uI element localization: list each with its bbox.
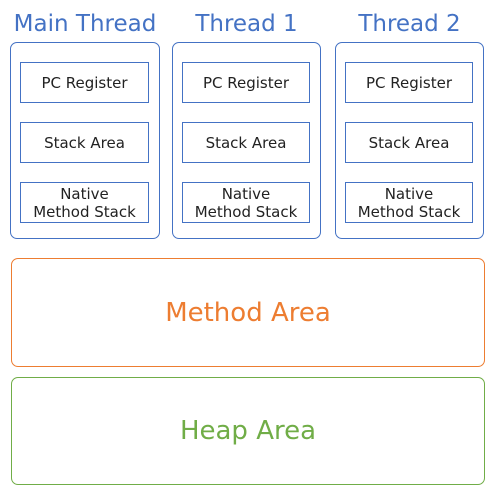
main-thread-native-method-stack: Native Method Stack xyxy=(20,182,149,223)
thread-2-native-method-stack-label: Native Method Stack xyxy=(357,184,461,221)
thread-1-title: Thread 1 xyxy=(195,11,298,37)
thread-1-stack-area: Stack Area xyxy=(182,122,310,163)
main-thread-native-method-stack-label: Native Method Stack xyxy=(33,184,136,221)
main-thread-stack-area: Stack Area xyxy=(20,122,149,163)
main-thread-box: PC Register Stack Area Native Method Sta… xyxy=(10,42,160,239)
thread-1-native-method-stack-label: Native Method Stack xyxy=(194,184,298,221)
thread-2-title: Thread 2 xyxy=(358,11,461,37)
thread-1-native-method-stack: Native Method Stack xyxy=(182,182,310,223)
thread-2-stack-area: Stack Area xyxy=(345,122,473,163)
method-area: Method Area xyxy=(11,258,485,367)
thread-2-pc-register: PC Register xyxy=(345,62,473,103)
thread-2-native-method-stack: Native Method Stack xyxy=(345,182,473,223)
thread-1-pc-register: PC Register xyxy=(182,62,310,103)
heap-area: Heap Area xyxy=(11,377,485,485)
main-thread-title: Main Thread xyxy=(13,11,157,37)
heap-area-label: Heap Area xyxy=(179,416,317,446)
method-area-label: Method Area xyxy=(165,297,331,328)
main-thread-pc-register: PC Register xyxy=(20,62,149,103)
thread-1-box: PC Register Stack Area Native Method Sta… xyxy=(172,42,321,239)
thread-2-box: PC Register Stack Area Native Method Sta… xyxy=(335,42,484,239)
